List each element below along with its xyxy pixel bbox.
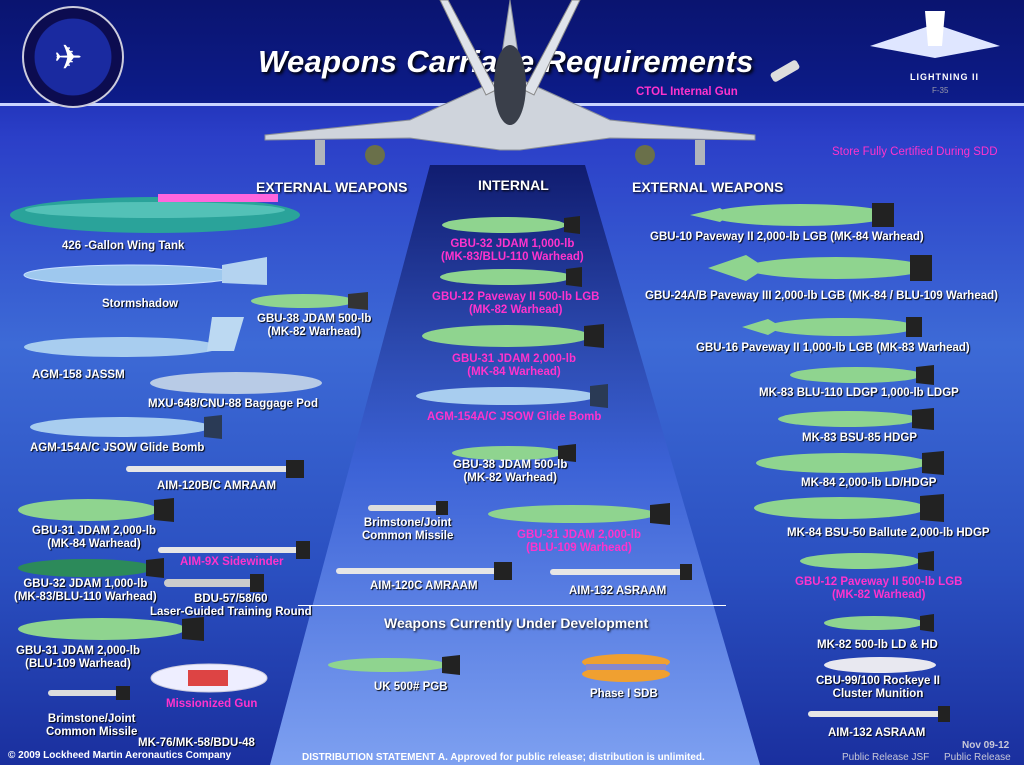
jassm-label: AGM-158 JASSM [32,369,125,381]
ctol-gun-label: CTOL Internal Gun [636,86,738,98]
wing-tank-label: 426 -Gallon Wing Tank [62,240,185,252]
missionized-gun [150,663,268,693]
gbu12-right [800,551,934,571]
aim132-internal [550,564,692,580]
aim9x-label: AIM-9X Sidewinder [180,556,284,568]
stormshadow [23,257,267,286]
logo-label: LIGHTNING II [910,72,979,82]
gbu12-right-label: GBU-12 Paveway II 500-lb LGB(MK-82 Warhe… [795,576,963,601]
gbu38-internal-label: GBU-38 JDAM 500-lb(MK-82 Warhead) [453,459,568,484]
mk83-blu [790,365,934,385]
gbu12-internal-label: GBU-12 Paveway II 500-lb LGB(MK-82 Warhe… [432,291,600,316]
mk83-bsu-label: MK-83 BSU-85 HDGP [802,432,918,444]
f35-aircraft [264,0,756,165]
amraam-left-label: AIM-120B/C AMRAAM [157,480,277,492]
phase1-sdb [582,654,670,682]
gbu31b-internal-label: GBU-31 JDAM 2,000-lb(BLU-109 Warhead) [517,529,641,554]
aim132-internal-label: AIM-132 ASRAAM [569,585,667,597]
brimstone-left [48,686,130,700]
header-external-left: EXTERNAL WEAPONS [256,179,408,195]
aim120c-label: AIM-120C AMRAAM [370,580,478,592]
gbu31b-internal [488,503,670,525]
distribution-statement: DISTRIBUTION STATEMENT A. Approved for p… [302,752,705,763]
f35-silhouette-icon [870,11,1000,58]
jet-icon: ✈ [54,39,83,77]
gbu16-label: GBU-16 Paveway II 1,000-lb LGB (MK-83 Wa… [696,342,970,354]
gbu12-internal [440,267,582,287]
header-internal: INTERNAL [478,177,549,193]
dev-divider [298,605,726,606]
mk82 [824,614,934,632]
date-stamp: Nov 09-12 [962,740,1010,751]
aim9x [158,541,310,559]
gbu31-internal-label: GBU-31 JDAM 2,000-lb(MK-84 Warhead) [452,353,576,378]
gbu32-internal [442,216,580,234]
mxu-pod [150,372,322,394]
gbu31-left-label: GBU-31 JDAM 2,000-lb(MK-84 Warhead) [32,525,156,550]
missionized-gun-label: Missionized Gun [166,698,258,710]
mxu-pod-label: MXU-648/CNU-88 Baggage Pod [148,398,318,410]
mk82-label: MK-82 500-lb LD & HD [817,639,938,651]
jsow-internal [416,384,608,408]
mk83-blu-label: MK-83 BLU-110 LDGP 1,000-lb LDGP [759,387,959,399]
uk-pgb [328,655,460,675]
gbu38-left [251,292,368,310]
gbu31-internal [422,324,604,348]
bdu-57 [164,574,264,592]
jassm [24,317,244,357]
jsow-left-label: AGM-154A/C JSOW Glide Bomb [30,442,205,454]
gbu38-left-label: GBU-38 JDAM 500-lb(MK-82 Warhead) [257,313,372,338]
brimstone-internal [368,501,448,515]
jsf-emblem: ✈ [22,6,124,108]
gbu32-left-label: GBU-32 JDAM 1,000-lb(MK-83/BLU-110 Warhe… [14,578,157,603]
mk76-label: MK-76/MK-58/BDU-48 [138,737,255,749]
gbu31-left [18,498,174,522]
mk83-bsu [778,408,934,430]
gbu38-internal [452,444,576,462]
logo-sub: F-35 [932,86,949,95]
gbu32-left [18,558,164,578]
gbu31b-left [18,617,204,641]
amraam-left [126,460,304,478]
release-note: Public Release JSF [842,752,930,763]
mk84-bsu [754,494,944,522]
gbu24 [708,255,932,281]
mk84-label: MK-84 2,000-lb LD/HDGP [801,477,937,489]
mk84-bsu-label: MK-84 BSU-50 Ballute 2,000-lb HDGP [787,527,990,539]
aim132-right [808,706,950,722]
uk-pgb-label: UK 500# PGB [374,681,448,693]
jsow-left [30,415,222,439]
legend-note: Store Fully Certified During SDD [832,146,998,158]
copyright: © 2009 Lockheed Martin Aeronautics Compa… [8,750,232,761]
phase1-sdb-label: Phase I SDB [590,688,658,700]
lightning-logo: LIGHTNING II F-35 [850,6,1020,96]
ctol-gun [770,60,800,82]
aim120c-internal [336,562,512,580]
gbu10 [690,203,894,227]
stormshadow-label: Stormshadow [102,298,179,310]
gbu16 [742,317,922,337]
jsow-internal-label: AGM-154A/C JSOW Glide Bomb [427,411,602,423]
gbu10-label: GBU-10 Paveway II 2,000-lb LGB (MK-84 Wa… [650,231,924,243]
mk84 [756,451,944,475]
header-development: Weapons Currently Under Development [384,615,649,631]
aim132-right-label: AIM-132 ASRAAM [828,727,926,739]
release-note-2: Public Release [944,752,1011,763]
wing-tank [10,194,300,233]
gbu24-label: GBU-24A/B Paveway III 2,000-lb LGB (MK-8… [645,290,998,302]
gbu31b-left-label: GBU-31 JDAM 2,000-lb(BLU-109 Warhead) [16,645,140,670]
header-external-right: EXTERNAL WEAPONS [632,179,784,195]
cbu-99 [824,657,936,673]
gbu32-internal-label: GBU-32 JDAM 1,000-lb(MK-83/BLU-110 Warhe… [441,238,584,263]
